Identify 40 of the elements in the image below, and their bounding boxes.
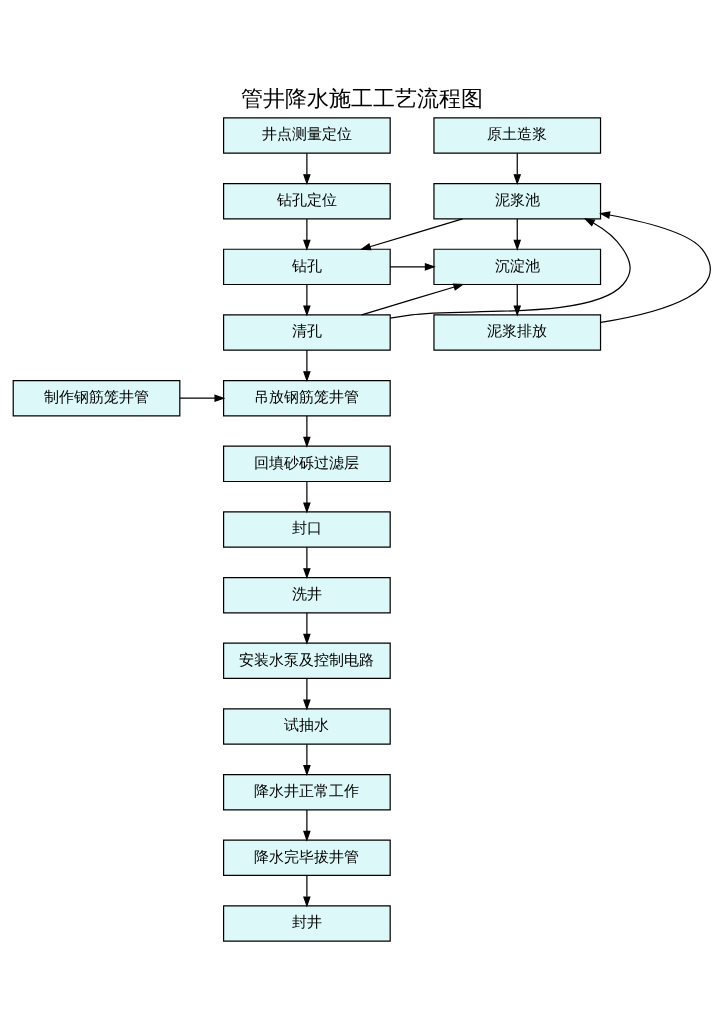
node-box: 钻孔 — [223, 248, 391, 285]
node-box: 清孔 — [223, 313, 391, 351]
node-box: 试抽水 — [223, 707, 391, 745]
arrow — [513, 152, 522, 185]
arrow — [303, 283, 311, 316]
node-box: 回填砂砾过滤层 — [223, 445, 391, 482]
arrow — [599, 210, 711, 323]
arrow — [361, 283, 465, 315]
arrow — [513, 283, 522, 316]
node-box: 洗井 — [223, 576, 391, 613]
node-box: 泥浆排放 — [433, 313, 602, 351]
arrow — [303, 546, 311, 579]
arrow — [303, 414, 311, 448]
node-box: 沉淀池 — [433, 248, 602, 285]
arrow — [303, 480, 311, 513]
diagram-title: 管井降水施工工艺流程图 — [240, 85, 483, 111]
arrow — [303, 217, 311, 251]
node-box: 降水完毕拔井管 — [223, 839, 391, 876]
arrow — [303, 349, 311, 382]
arrow — [303, 611, 311, 645]
arrow — [513, 217, 522, 251]
node-box: 原土造浆 — [433, 116, 602, 154]
node-box: 安装水泵及控制电路 — [223, 642, 391, 679]
node-box: 井点测量定位 — [223, 116, 391, 154]
node-box: 钻孔定位 — [223, 182, 391, 219]
arrow — [389, 217, 631, 319]
node-box: 制作钢筋笼井管 — [12, 379, 181, 416]
arrow — [359, 217, 464, 250]
arrow — [303, 808, 311, 842]
node-box: 吊放钢筋笼井管 — [223, 379, 391, 416]
arrow — [303, 743, 311, 776]
node-box: 泥浆池 — [433, 182, 602, 219]
arrow — [303, 874, 311, 907]
node-box: 降水井正常工作 — [223, 773, 391, 810]
arrow — [303, 152, 311, 185]
arrow — [179, 393, 226, 402]
node-box: 封井 — [223, 904, 391, 942]
arrow — [389, 262, 436, 271]
arrow — [303, 677, 311, 710]
node-box: 封口 — [223, 510, 391, 548]
